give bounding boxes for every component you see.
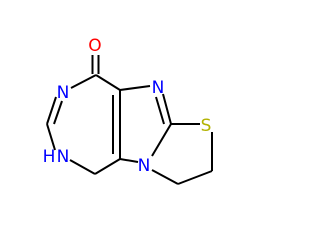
- bond-co-fusion-top: [95, 74, 121, 91]
- atom-nitrogen-bridge: N: [138, 156, 151, 176]
- bond-fusion-nbridge: [119, 158, 139, 163]
- bond-nh-c: [69, 159, 96, 175]
- atom-hydrogen-nh: H: [43, 147, 56, 167]
- bond-lines: [46, 55, 213, 185]
- bond-n-ch-inner: [53, 100, 63, 125]
- molecule-drawing: O N N H N N S: [43, 36, 213, 185]
- bond-fusion-bottom-c: [94, 158, 121, 175]
- atom-nitrogen-nh: N: [57, 147, 70, 167]
- bond-fusion-n-topright: [119, 85, 151, 91]
- bond-ch2-nbridge: [151, 169, 179, 185]
- bond-c-n-topleft: [70, 74, 97, 89]
- bond-n-imine-inner: [155, 96, 165, 125]
- atom-nitrogen-top-left: N: [57, 83, 70, 103]
- bond-ch2-ch2: [177, 170, 213, 185]
- bond-imine-nbridge: [151, 123, 172, 157]
- atom-oxygen: O: [88, 36, 101, 56]
- bond-n-ch-outer: [46, 96, 57, 125]
- bond-n-imine-outer: [162, 93, 172, 125]
- structure-diagram: O N N H N N S: [42, 36, 213, 185]
- atom-sulfur: S: [201, 116, 212, 136]
- atom-nitrogen-top-right: N: [152, 78, 165, 98]
- bond-ch-nh: [46, 123, 56, 151]
